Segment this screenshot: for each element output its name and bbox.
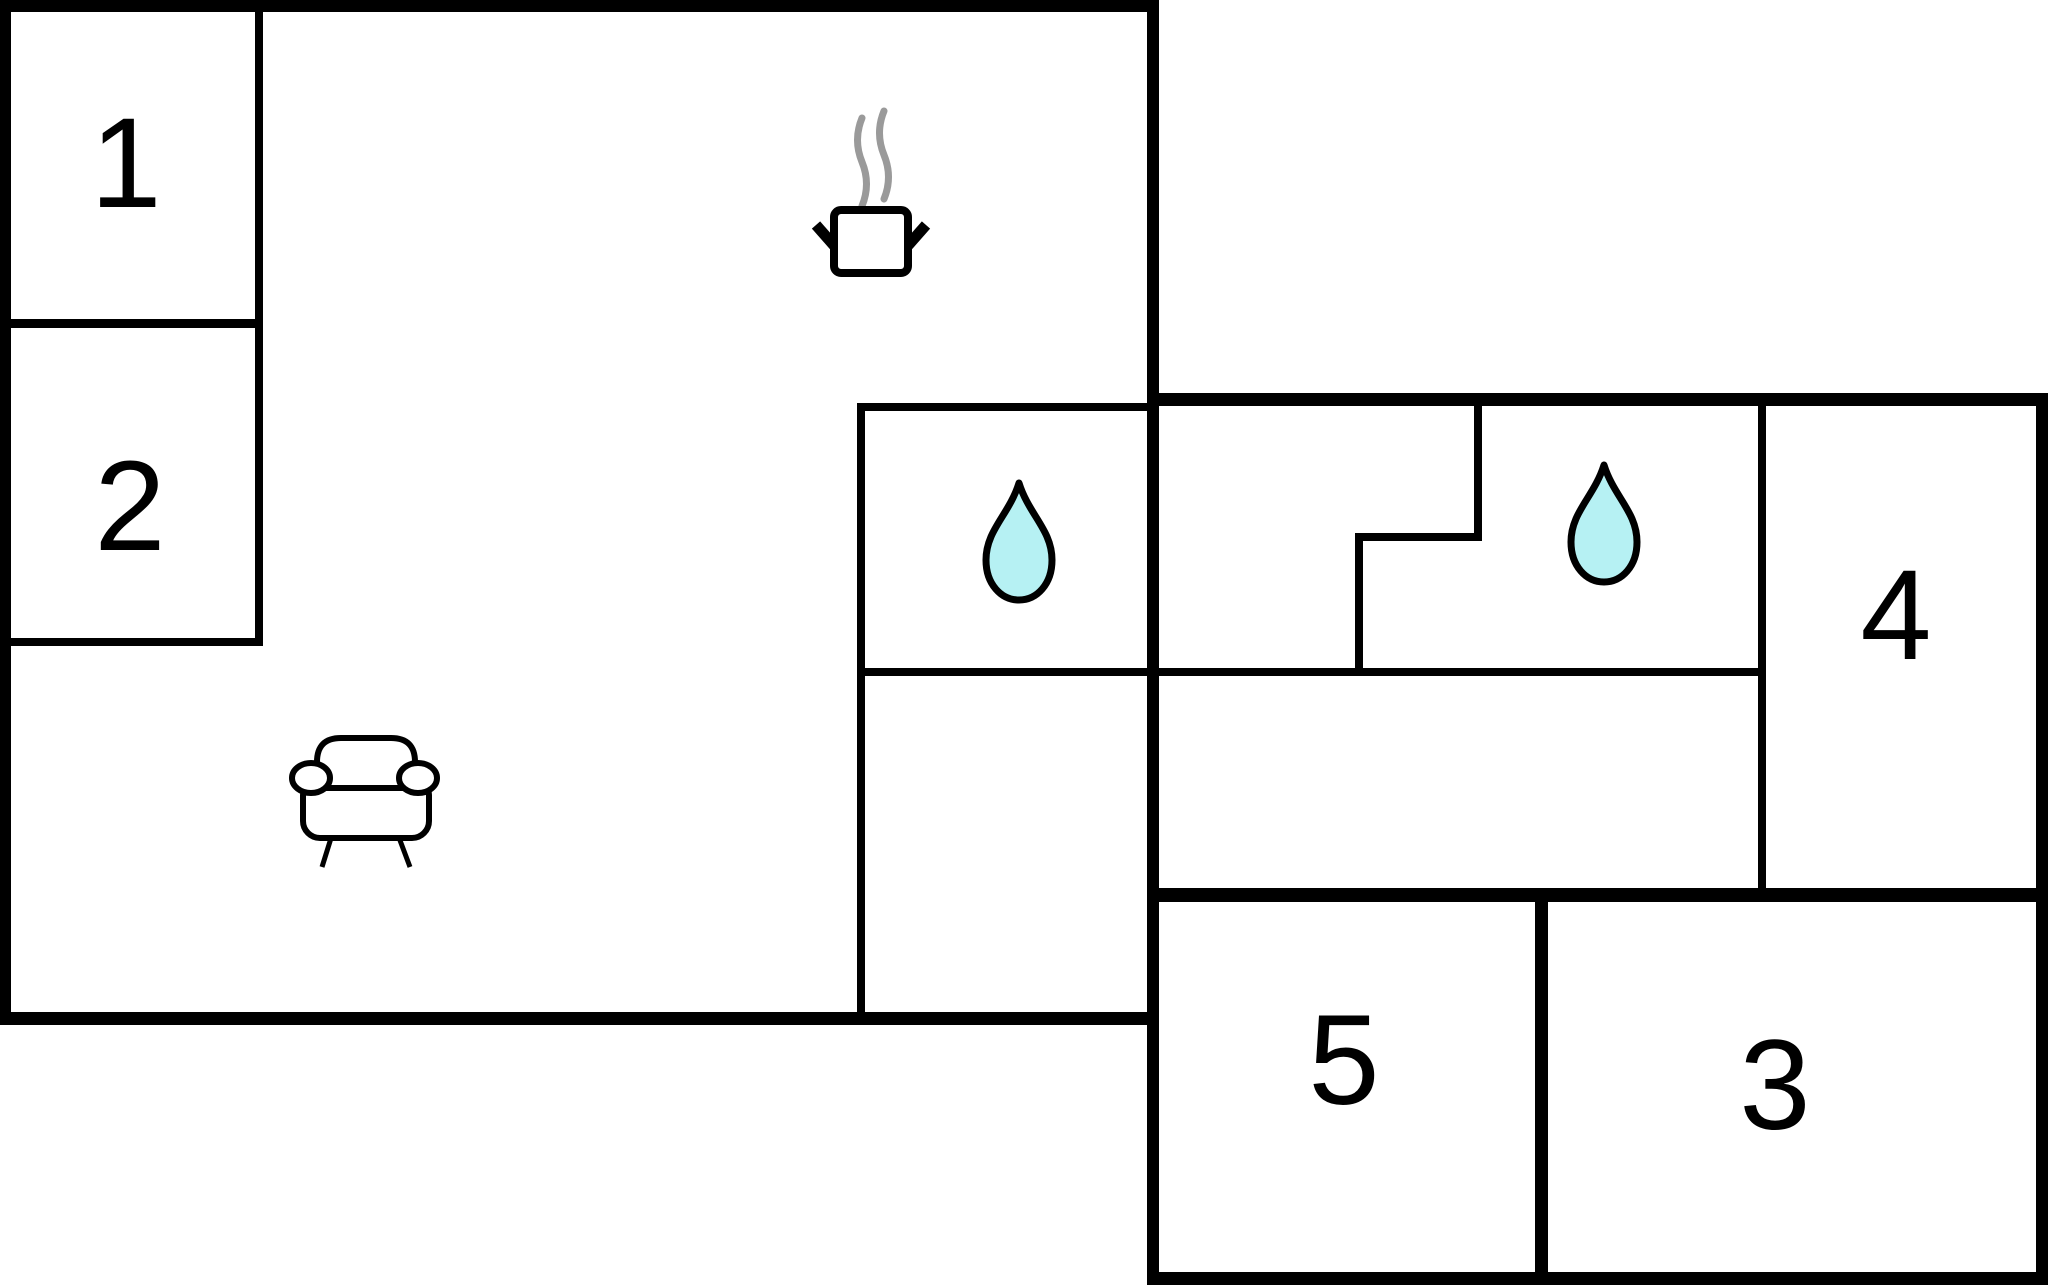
cooking-pot-icon bbox=[811, 107, 931, 277]
water-drop-shape bbox=[1567, 461, 1641, 586]
water-drop-icon bbox=[1567, 461, 1641, 586]
water-drop-shape bbox=[982, 479, 1056, 604]
right-building-right-wall bbox=[2036, 393, 2048, 1285]
right-building-top-wall bbox=[1147, 393, 2048, 406]
pot-body bbox=[830, 206, 912, 277]
room-2-bottom-wall bbox=[0, 638, 263, 646]
sofa-backrest bbox=[314, 735, 418, 788]
room-5-3-divider-wall bbox=[1535, 895, 1548, 1285]
shared-vertical-wall bbox=[1147, 0, 1159, 1285]
room-2-label: 2 bbox=[94, 435, 166, 578]
right-building-bottom-wall bbox=[1147, 1272, 2048, 1285]
right-building-middle-wall bbox=[1147, 888, 2048, 902]
step-wall-upper bbox=[1474, 400, 1482, 541]
room-1-bottom-wall bbox=[0, 319, 263, 328]
room-1-label: 1 bbox=[90, 92, 162, 235]
step-wall-lower bbox=[1355, 533, 1363, 676]
steam-line bbox=[876, 107, 892, 203]
room-4-label: 4 bbox=[1860, 544, 1932, 687]
left-building-left-wall bbox=[0, 0, 11, 1025]
left-building-top-wall bbox=[0, 0, 1159, 12]
hallway-bottom-wall bbox=[857, 668, 1766, 676]
room-3-label: 3 bbox=[1739, 1014, 1811, 1157]
sofa-icon bbox=[289, 735, 440, 868]
bathroom-top-wall bbox=[857, 403, 1155, 411]
sofa-armrest bbox=[396, 760, 440, 796]
step-wall-middle bbox=[1355, 533, 1482, 541]
water-drop-icon bbox=[982, 479, 1056, 604]
room-5-label: 5 bbox=[1308, 989, 1380, 1132]
sofa-armrest bbox=[289, 760, 333, 796]
bathroom-left-wall bbox=[857, 403, 865, 1012]
left-building-bottom-wall bbox=[0, 1012, 1159, 1025]
steam-line bbox=[854, 114, 870, 210]
room-4-left-wall bbox=[1758, 400, 1766, 895]
